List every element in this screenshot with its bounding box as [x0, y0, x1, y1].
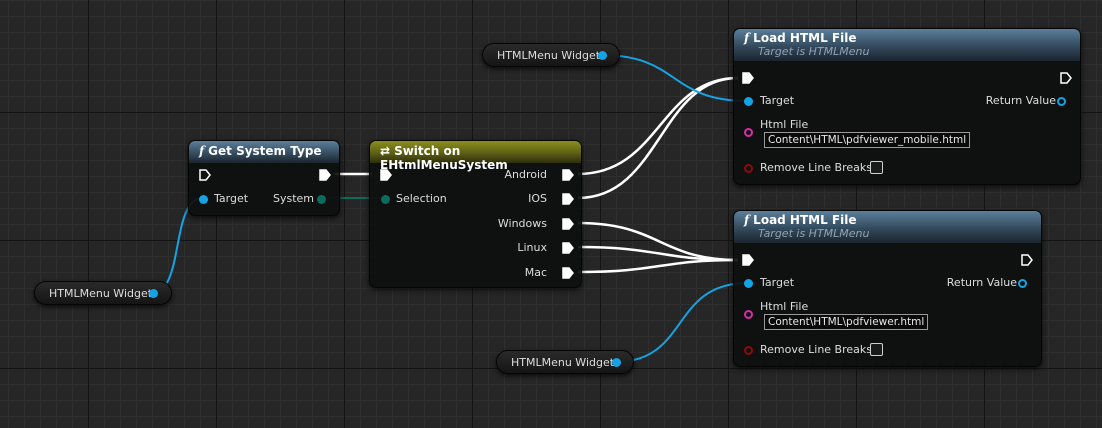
node-subtitle: Target is HTMLMenu	[758, 45, 870, 58]
target-pin[interactable]	[199, 195, 208, 204]
node-title: Load HTML File	[753, 213, 857, 227]
switch-on-ehtmlmenusystem-node[interactable]: ⇄Switch on EHtmlMenuSystem Selection And…	[369, 140, 582, 288]
exec-out-pin[interactable]	[1060, 72, 1072, 84]
exec-in-pin[interactable]	[742, 72, 754, 84]
linux-exec-pin[interactable]	[562, 242, 574, 254]
exec-out-pin[interactable]	[1021, 254, 1033, 266]
exec-wire-mac-to-load-bottom	[577, 258, 739, 274]
htmlmenu-widget-node-top[interactable]: HTMLMenu Widget	[482, 43, 620, 67]
exec-in-pin[interactable]	[380, 169, 392, 181]
exec-in-pin[interactable]	[199, 169, 211, 181]
system-pin[interactable]	[317, 195, 326, 204]
exec-wire-ios-to-load-top	[577, 76, 739, 200]
remove-line-breaks-pin[interactable]	[744, 164, 753, 173]
html-file-pin-label: Html File	[760, 118, 809, 131]
output-object-pin[interactable]	[149, 289, 158, 298]
html-file-input[interactable]: Content\HTML\pdfviewer.html	[764, 314, 929, 330]
object-wire-top-to-load-top	[600, 54, 749, 102]
return-value-pin-label: Return Value	[946, 276, 1017, 289]
node-title: Get System Type	[208, 144, 322, 158]
node-title: Load HTML File	[753, 31, 857, 45]
node-title: Switch on EHtmlMenuSystem	[380, 144, 508, 172]
selection-pin-label: Selection	[396, 192, 447, 205]
remove-line-breaks-checkbox[interactable]	[870, 343, 883, 356]
htmlmenu-widget-label: HTMLMenu Widget	[497, 49, 601, 62]
target-pin[interactable]	[744, 279, 753, 288]
node-header: ⇄Switch on EHtmlMenuSystem	[370, 141, 581, 172]
windows-pin-label: Windows	[497, 217, 547, 230]
html-file-pin[interactable]	[744, 128, 753, 137]
output-object-pin[interactable]	[612, 358, 621, 367]
htmlmenu-widget-label: HTMLMenu Widget	[511, 356, 615, 369]
system-pin-label: System	[273, 192, 315, 205]
exec-wire-android-to-load-top	[577, 76, 739, 176]
exec-in-pin[interactable]	[742, 254, 754, 266]
html-file-input[interactable]: Content\HTML\pdfviewer_mobile.html	[764, 132, 971, 148]
function-icon: f	[199, 144, 205, 158]
html-file-pin-label: Html File	[760, 300, 809, 313]
linux-pin-label: Linux	[517, 241, 547, 254]
htmlmenu-widget-node-left[interactable]: HTMLMenu Widget	[34, 281, 172, 305]
node-subtitle: Target is HTMLMenu	[758, 227, 870, 240]
target-pin-label: Target	[214, 192, 249, 205]
return-value-pin-label: Return Value	[985, 94, 1056, 107]
exec-wire-windows-to-load-bottom	[577, 221, 739, 262]
windows-exec-pin[interactable]	[562, 218, 574, 230]
ios-pin-label: IOS	[528, 192, 547, 205]
android-exec-pin[interactable]	[562, 169, 574, 181]
function-icon: f	[744, 31, 750, 45]
output-object-pin[interactable]	[598, 51, 607, 60]
return-value-pin[interactable]	[1018, 279, 1027, 288]
exec-wire-linux-to-load-bottom	[577, 245, 739, 262]
switch-icon: ⇄	[380, 144, 391, 158]
remove-line-breaks-label: Remove Line Breaks	[760, 343, 872, 356]
mac-pin-label: Mac	[524, 266, 547, 279]
function-icon: f	[744, 213, 750, 227]
return-value-pin[interactable]	[1057, 97, 1066, 106]
htmlmenu-widget-node-bottom[interactable]: HTMLMenu Widget	[496, 350, 634, 374]
ios-exec-pin[interactable]	[562, 193, 574, 205]
html-file-pin[interactable]	[744, 310, 753, 319]
remove-line-breaks-pin[interactable]	[744, 346, 753, 355]
remove-line-breaks-label: Remove Line Breaks	[760, 161, 872, 174]
target-pin-label: Target	[760, 276, 795, 289]
remove-line-breaks-checkbox[interactable]	[870, 161, 883, 174]
selection-pin[interactable]	[381, 195, 390, 204]
mac-exec-pin[interactable]	[562, 267, 574, 279]
target-pin[interactable]	[744, 97, 753, 106]
target-pin-label: Target	[760, 94, 795, 107]
object-wire-bottom-to-load-bottom	[614, 282, 749, 363]
htmlmenu-widget-label: HTMLMenu Widget	[49, 287, 153, 300]
android-pin-label: Android	[504, 168, 547, 181]
exec-out-pin[interactable]	[319, 169, 331, 181]
